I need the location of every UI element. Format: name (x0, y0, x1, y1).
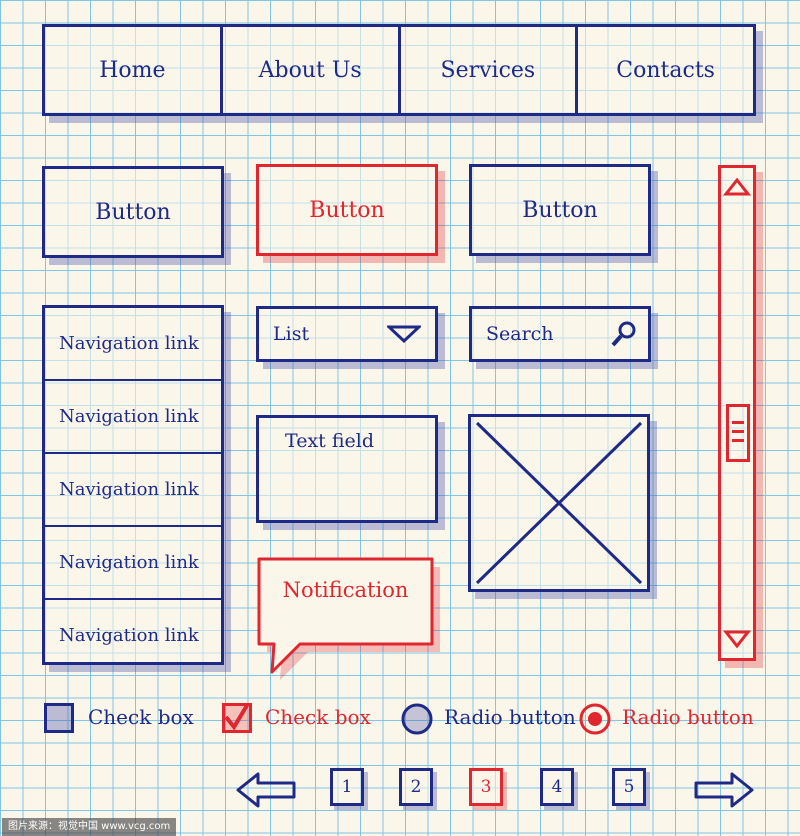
nav-link-4[interactable]: Navigation link (45, 527, 221, 600)
image-placeholder (468, 414, 650, 592)
tab-label: Contacts (616, 57, 715, 83)
next-arrow-icon[interactable] (692, 770, 756, 810)
tab-services[interactable]: Services (401, 27, 579, 113)
scroll-thumb[interactable] (726, 404, 750, 462)
button-label: Button (522, 197, 598, 223)
nav-link-label: Navigation link (59, 333, 199, 354)
tab-about-us[interactable]: About Us (223, 27, 401, 113)
tab-contacts[interactable]: Contacts (578, 27, 753, 113)
search-icon (611, 321, 636, 347)
nav-link-label: Navigation link (59, 406, 199, 427)
nav-link-label: Navigation link (59, 625, 199, 646)
notification-text: Notification (282, 578, 409, 602)
top-navigation: Home About Us Services Contacts (42, 24, 756, 116)
scroll-up-arrow-icon[interactable] (721, 176, 753, 200)
radio-label: Radio button (622, 705, 754, 729)
nav-link-label: Navigation link (59, 479, 199, 500)
nav-link-1[interactable]: Navigation link (45, 308, 221, 381)
checkbox-unchecked[interactable] (44, 703, 74, 733)
nav-link-5[interactable]: Navigation link (45, 600, 221, 671)
button-2-active[interactable]: Button (256, 164, 438, 256)
previous-arrow-icon[interactable] (234, 770, 298, 810)
page-number: 3 (480, 777, 492, 797)
checkbox-label: Check box (265, 705, 371, 729)
button-label: Button (309, 197, 385, 223)
checkbox-checked[interactable] (222, 703, 252, 733)
page-number: 1 (341, 777, 353, 797)
list-label: List (273, 323, 310, 345)
nav-link-3[interactable]: Navigation link (45, 454, 221, 527)
page-number: 4 (551, 777, 563, 797)
navigation-list: Navigation link Navigation link Navigati… (42, 305, 224, 665)
button-1[interactable]: Button (42, 166, 224, 258)
watermark-text: 图片来源：视觉中国 www.vcg.com (2, 818, 177, 836)
checkbox-label: Check box (88, 705, 194, 729)
tab-home[interactable]: Home (45, 27, 223, 113)
tab-label: About Us (258, 57, 362, 83)
vertical-scrollbar[interactable] (718, 165, 756, 661)
page-5-button[interactable]: 5 (612, 768, 646, 806)
speech-bubble-icon (257, 557, 440, 680)
page-number: 5 (623, 777, 635, 797)
nav-link-label: Navigation link (59, 552, 199, 573)
page-4-button[interactable]: 4 (540, 768, 574, 806)
page-1-button[interactable]: 1 (330, 768, 364, 806)
notification-bubble: Notification (256, 556, 440, 682)
tab-label: Home (99, 57, 166, 83)
nav-link-2[interactable]: Navigation link (45, 381, 221, 454)
text-field-placeholder: Text field (285, 430, 374, 452)
search-field[interactable]: Search (469, 306, 651, 362)
radio-label: Radio button (444, 705, 576, 729)
dropdown-arrow-icon (387, 325, 421, 343)
scroll-down-arrow-icon[interactable] (721, 626, 753, 650)
checkmark-icon (224, 703, 251, 731)
radio-button-selected[interactable] (578, 702, 612, 736)
page-3-button-current[interactable]: 3 (469, 768, 503, 806)
image-cross-icon (475, 421, 643, 585)
button-label: Button (95, 199, 171, 225)
text-field[interactable]: Text field (256, 415, 438, 523)
list-dropdown[interactable]: List (256, 306, 438, 362)
page-number: 2 (410, 777, 422, 797)
page-2-button[interactable]: 2 (399, 768, 433, 806)
radio-button-unselected[interactable] (400, 702, 434, 736)
search-input[interactable]: Search (486, 323, 554, 345)
button-3[interactable]: Button (469, 164, 651, 256)
tab-label: Services (440, 57, 536, 83)
